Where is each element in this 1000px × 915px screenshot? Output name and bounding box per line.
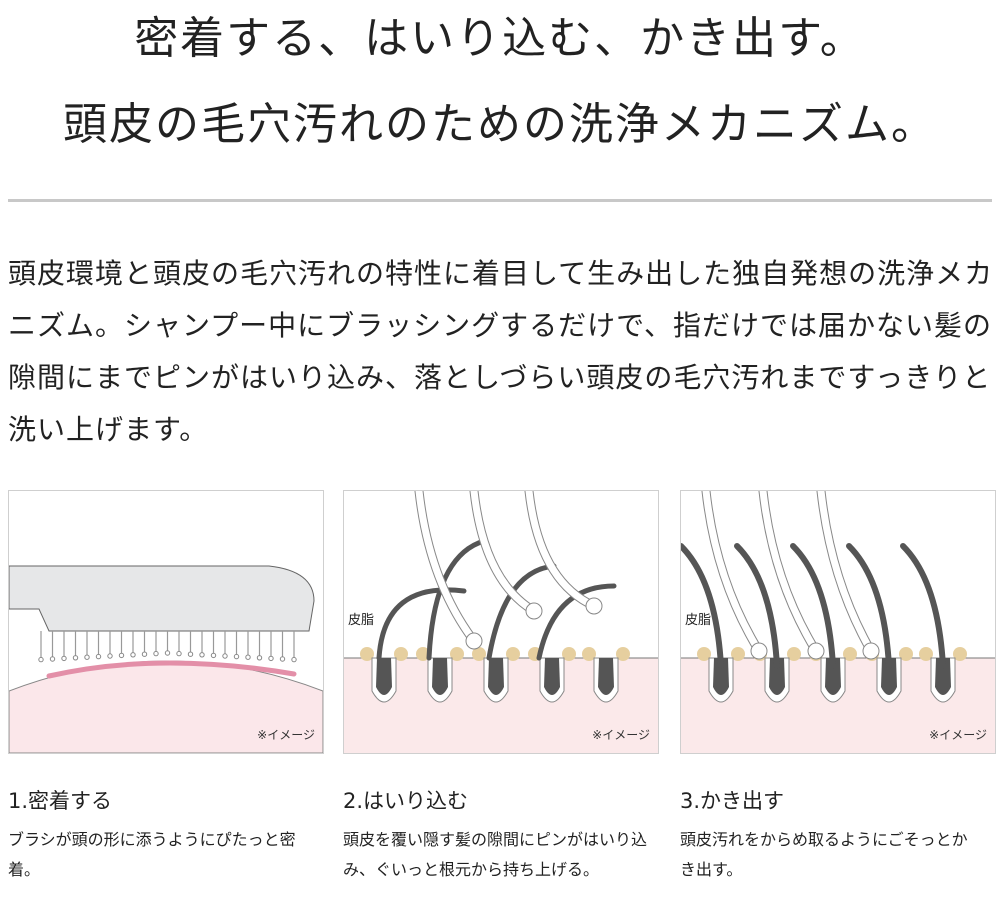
step-title: 3.かき出す: [680, 789, 785, 813]
sebum-label: 皮脂: [685, 613, 712, 628]
step-1: 1.密着する ブラシが頭の形に添うようにぴたっと密着。: [8, 785, 328, 885]
image-note: ※イメージ: [257, 728, 315, 742]
description: 頭皮環境と頭皮の毛穴汚れの特性に着目して生み出した独自発想の洗浄メカニズム。シャ…: [8, 257, 994, 446]
step-title: 1.密着する: [8, 789, 113, 813]
step-3: 3.かき出す 頭皮汚れをからめ取るようにごそっとかき出す。: [680, 785, 1000, 885]
heading-line-1: 密着する、はいり込む、かき出す。: [134, 13, 866, 64]
hair-pin-illustration: [344, 491, 658, 753]
step-text: 頭皮汚れをからめ取るようにごそっとかき出す。: [680, 830, 968, 879]
step-title: 2.はいり込む: [343, 789, 469, 813]
illustration-enter: 皮脂 ※イメージ: [343, 490, 659, 754]
brush-illustration: [9, 565, 323, 753]
illustration-scrape: 皮脂 ※イメージ: [680, 490, 996, 754]
illustration-adhere: ※イメージ: [8, 490, 324, 754]
divider: [8, 199, 992, 202]
image-note: ※イメージ: [592, 728, 650, 742]
hair-pin-illustration: [681, 491, 995, 753]
step-text: ブラシが頭の形に添うようにぴたっと密着。: [8, 830, 296, 879]
heading-line-2: 頭皮の毛穴汚れのための洗浄メカニズム。: [63, 99, 937, 150]
step-2: 2.はいり込む 頭皮を覆い隠す髪の隙間にピンがはいり込み、ぐいっと根元から持ち上…: [343, 785, 663, 885]
sebum-label: 皮脂: [348, 613, 375, 628]
step-text: 頭皮を覆い隠す髪の隙間にピンがはいり込み、ぐいっと根元から持ち上げる。: [343, 830, 648, 879]
image-note: ※イメージ: [929, 728, 987, 742]
